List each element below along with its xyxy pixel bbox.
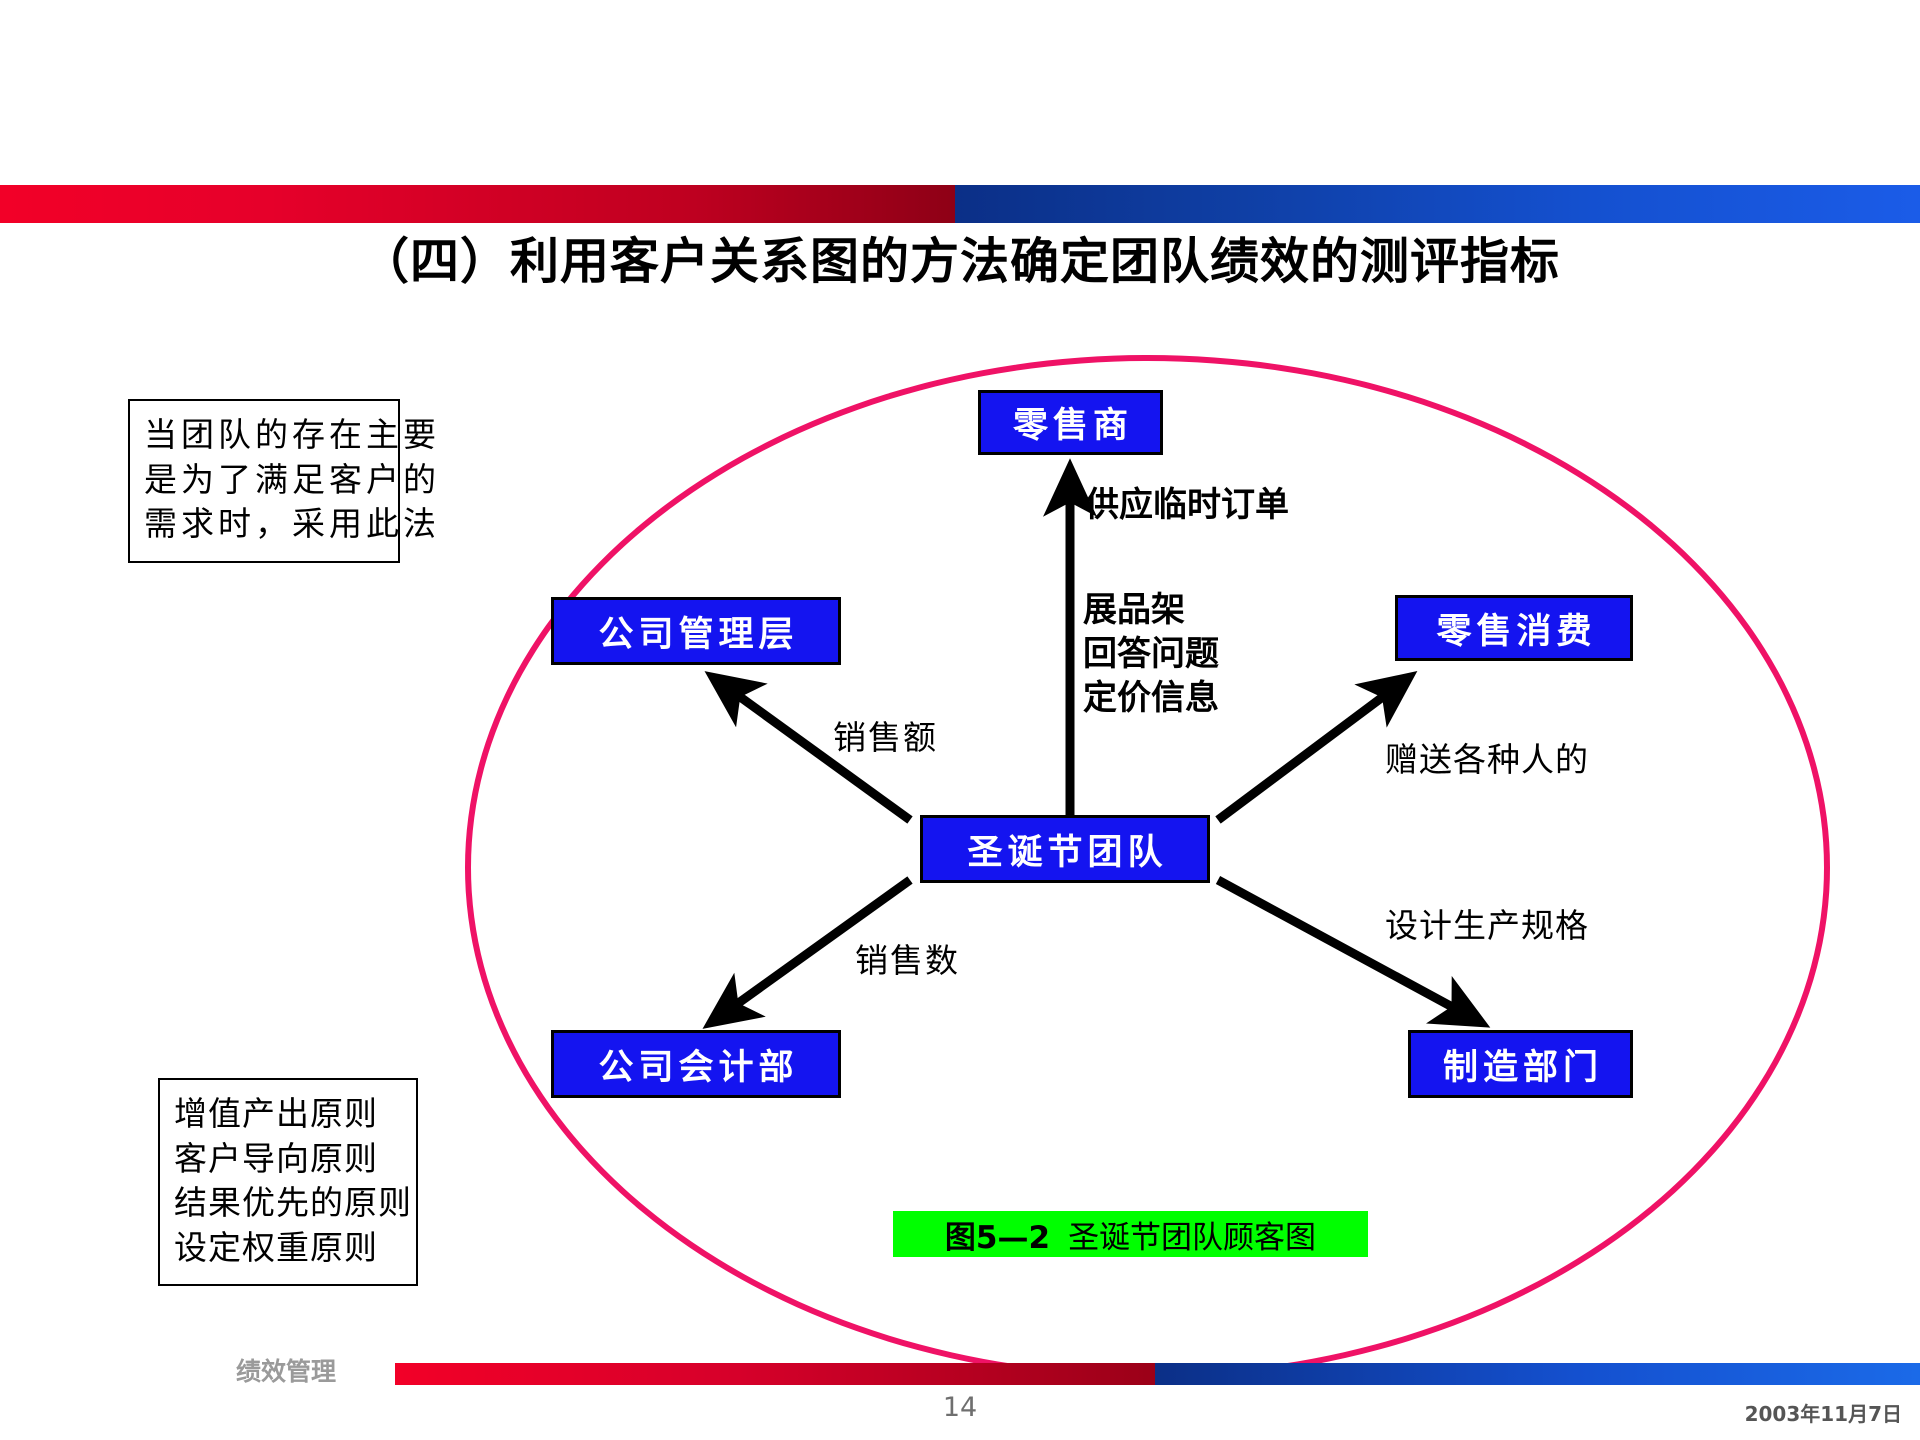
node-christmas-team[interactable]: 圣诞节团队 — [920, 815, 1210, 883]
note-box-usage: 当团队的存在主要 是为了满足客户的 需求时，采用此法 — [128, 399, 440, 563]
node-retailer[interactable]: 零售商 — [978, 390, 1163, 455]
node-management[interactable]: 公司管理层 — [551, 597, 841, 665]
edge-label-line: 展品架 — [1083, 590, 1185, 630]
note-line: 增值产出原则 — [174, 1094, 378, 1133]
edge-label-sales-count: 销售数 — [855, 941, 960, 980]
header-accent-bar-blue — [955, 185, 1920, 223]
node-label: 零售商 — [1012, 405, 1133, 446]
edge-label-gifts: 赠送各种人的 — [1385, 740, 1589, 779]
arrow-team-to-consumer — [1215, 670, 1418, 824]
arrow-team-to-manufacturing — [1215, 876, 1491, 1028]
page-title: （四）利用客户关系图的方法确定团队绩效的测评指标 — [359, 233, 1560, 290]
footer-label: 绩效管理 — [236, 1357, 337, 1386]
edge-label-design-spec: 设计生产规格 — [1385, 906, 1589, 945]
note-box-principles: 增值产出原则 客户导向原则 结果优先的原则 设定权重原则 — [158, 1078, 418, 1287]
note-line: 设定权重原则 — [174, 1227, 378, 1267]
note-line: 是为了满足客户的 — [144, 459, 440, 499]
edge-label-supply-temp-order: 供应临时订单 — [1085, 485, 1289, 525]
figure-caption-text: 圣诞节团队顾客图 — [1068, 1219, 1317, 1256]
edge-label-line: 回答问题 — [1083, 634, 1219, 675]
figure-caption: 图5—2 圣诞节团队顾客图 — [893, 1211, 1368, 1257]
arrow-team-to-accounting — [702, 876, 913, 1029]
figure-number: 图5—2 — [944, 1219, 1051, 1256]
note-line: 客户导向原则 — [174, 1138, 378, 1178]
node-label: 零售消费 — [1436, 610, 1597, 652]
header-accent-bar-red — [0, 185, 955, 223]
node-label: 公司会计部 — [598, 1046, 799, 1088]
note-line: 需求时，采用此法 — [144, 504, 440, 544]
node-label: 圣诞节团队 — [967, 831, 1168, 873]
edge-label-line: 定价信息 — [1083, 678, 1219, 719]
edge-label-shelf-block: 展品架 回答问题 定价信息 — [1083, 588, 1219, 721]
node-label: 制造部门 — [1442, 1046, 1603, 1088]
page-number: 14 — [942, 1392, 978, 1423]
note-line: 结果优先的原则 — [174, 1183, 412, 1223]
node-label: 公司管理层 — [598, 613, 799, 655]
footer-accent-bar-blue — [1155, 1363, 1920, 1385]
node-accounting-dept[interactable]: 公司会计部 — [551, 1030, 841, 1098]
node-manufacturing-dept[interactable]: 制造部门 — [1408, 1030, 1633, 1098]
node-retail-consumer[interactable]: 零售消费 — [1395, 595, 1633, 661]
note-line: 当团队的存在主要 — [144, 415, 440, 454]
edge-label-sales-amount: 销售额 — [833, 718, 938, 757]
arrow-team-to-management — [704, 671, 913, 824]
footer-accent-bar-red — [395, 1363, 1155, 1385]
footer-date: 2003年11月7日 — [1744, 1402, 1902, 1426]
